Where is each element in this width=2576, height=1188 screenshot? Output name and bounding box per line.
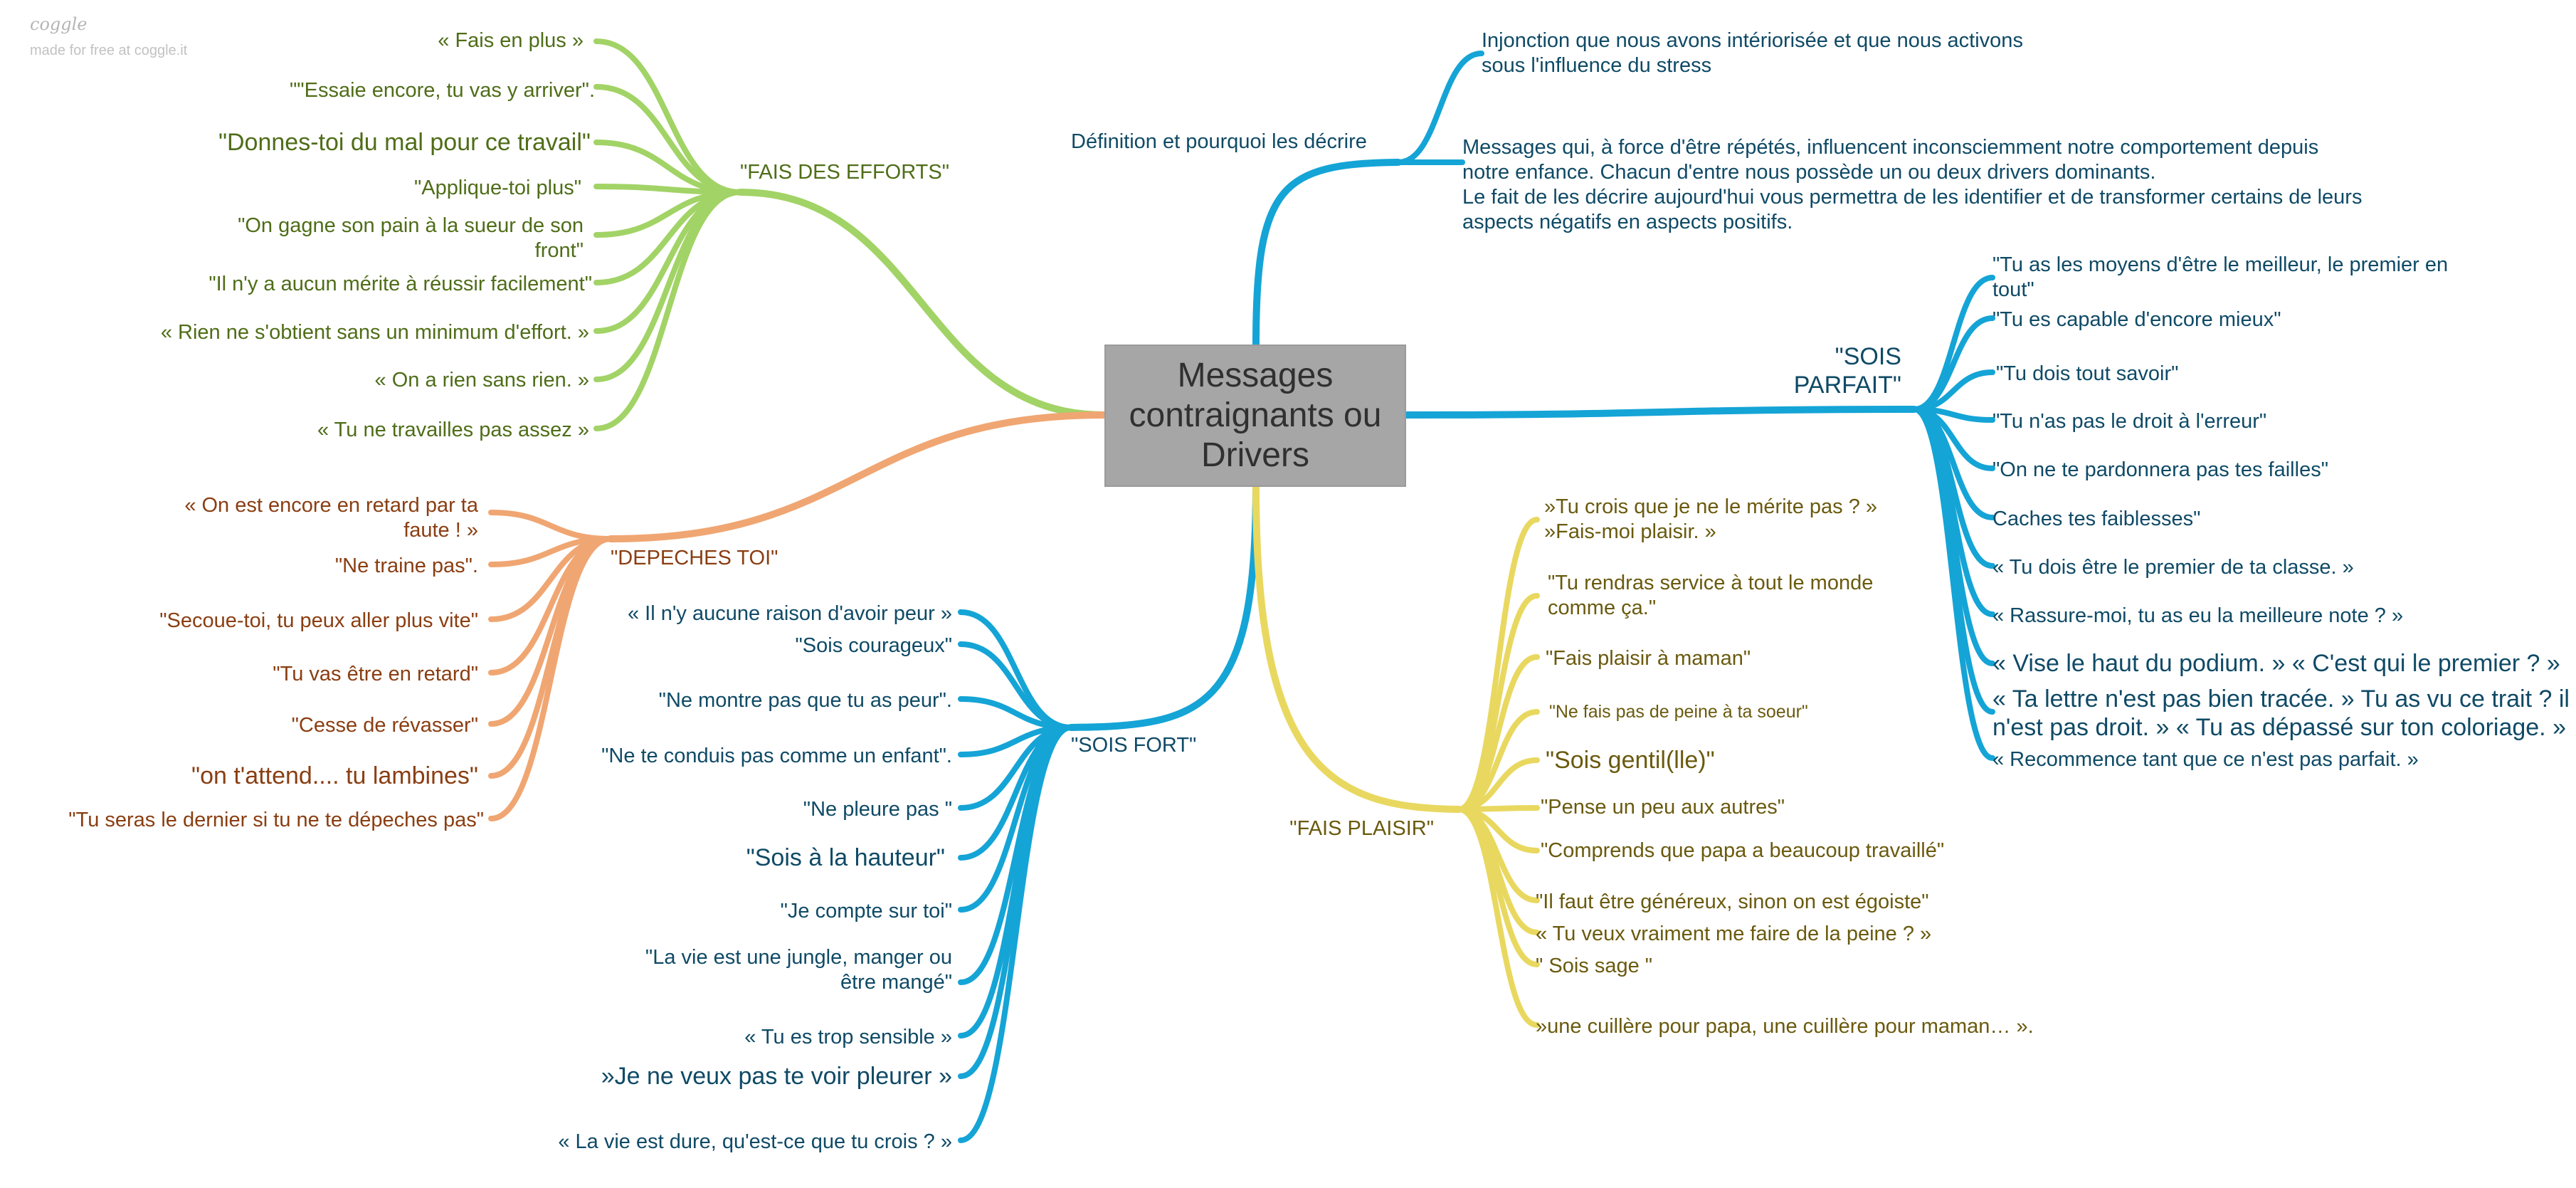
connector-fort-11	[958, 725, 1074, 1143]
fort-item-7[interactable]: "Je compte sur toi"	[780, 900, 952, 922]
fort-item-5[interactable]: "Ne pleure pas "	[803, 798, 952, 821]
connector-efforts-6	[593, 189, 743, 285]
depeches-item-5[interactable]: "Cesse de révasser"	[291, 714, 478, 737]
connector-depeches-5	[488, 536, 613, 727]
fort-item-6[interactable]: "Sois à la hauteur"	[746, 844, 945, 871]
connector-main-definition	[1252, 159, 1402, 348]
connector-parfait-11	[1911, 406, 1995, 761]
plaisir-item-2[interactable]: "Tu rendras service à tout le monde comm…	[1548, 572, 1874, 619]
parfait-item-10[interactable]: « Ta lettre n'est pas bien tracée. » Tu …	[1992, 685, 2570, 741]
connector-efforts-2	[593, 84, 743, 195]
parfait-item-8[interactable]: « Rassure-moi, tu as eu la meilleure not…	[1992, 604, 2404, 627]
parfait-item-6[interactable]: Caches tes faiblesses"	[1992, 508, 2201, 530]
fort-item-11[interactable]: « La vie est dure, qu'est-ce que tu croi…	[558, 1130, 952, 1153]
efforts-item-2[interactable]: ""Essaie encore, tu vas y arriver".	[290, 79, 595, 102]
branch-label-sois-fort[interactable]: "SOIS FORT"	[1071, 734, 1197, 757]
plaisir-item-11[interactable]: »une cuillère pour papa, une cuillère po…	[1536, 1015, 2034, 1038]
connector-main-plaisir	[1252, 483, 1462, 813]
connector-parfait-2	[1911, 315, 1995, 412]
efforts-item-7[interactable]: « Rien ne s'obtient sans un minimum d'ef…	[160, 321, 589, 344]
definition-item-1[interactable]: Injonction que nous avons intériorisée e…	[1482, 29, 2023, 77]
parfait-item-2[interactable]: "Tu es capable d'encore mieux"	[1992, 308, 2281, 331]
definition-item-2[interactable]: Messages qui, à force d'être répétés, in…	[1462, 136, 2363, 233]
parfait-item-4[interactable]: "Tu n'as pas le droit à l'erreur"	[1992, 410, 2267, 433]
branch-label-depeches-toi[interactable]: "DEPECHES TOI"	[611, 547, 778, 569]
plaisir-item-1[interactable]: »Tu crois que je ne le mérite pas ? » »F…	[1544, 495, 1878, 543]
fort-item-2[interactable]: "Sois courageux"	[795, 634, 953, 657]
branch-label-fais-plaisir[interactable]: "FAIS PLAISIR"	[1289, 817, 1434, 840]
connector-efforts-9	[593, 189, 743, 431]
fort-item-1[interactable]: « Il n'y aucune raison d'avoir peur »	[627, 602, 952, 625]
plaisir-item-3[interactable]: "Fais plaisir à maman"	[1546, 647, 1751, 670]
depeches-item-3[interactable]: "Secoue-toi, tu peux aller plus vite"	[159, 609, 478, 632]
parfait-item-5[interactable]: "On ne te pardonnera pas tes failles"	[1992, 458, 2328, 481]
fort-item-10[interactable]: »Je ne veux pas te voir pleurer »	[601, 1063, 952, 1090]
plaisir-item-10[interactable]: " Sois sage "	[1536, 955, 1653, 977]
fort-item-9[interactable]: « Tu es trop sensible »	[744, 1026, 952, 1048]
plaisir-item-9[interactable]: « Tu veux vraiment me faire de la peine …	[1536, 922, 1932, 945]
connector-depeches-7	[488, 536, 613, 821]
depeches-item-1[interactable]: « On est encore en retard par ta faute !…	[184, 494, 478, 542]
connector-efforts-8	[593, 189, 743, 382]
efforts-item-4[interactable]: "Applique-toi plus"	[413, 177, 581, 199]
parfait-item-1[interactable]: "Tu as les moyens d'être le meilleur, le…	[1992, 253, 2449, 301]
depeches-item-7[interactable]: "Tu seras le dernier si tu ne te dépeche…	[68, 809, 484, 831]
efforts-item-6[interactable]: "Il n'y a aucun mérite à réussir facilem…	[208, 273, 592, 295]
central-node[interactable]: Messages contraignants ou Drivers	[1104, 345, 1406, 487]
branch-label-fais-des-efforts[interactable]: "FAIS DES EFFORTS"	[740, 161, 949, 184]
coggle-credit: made for free at coggle.it	[30, 43, 188, 58]
plaisir-item-7[interactable]: "Comprends que papa a beaucoup travaillé…	[1541, 839, 1945, 862]
plaisir-item-8[interactable]: "Il faut être généreux, sinon on est égo…	[1536, 890, 1929, 913]
branch-label-sois-parfait[interactable]: "SOIS PARFAIT"	[1793, 343, 1901, 399]
connector-plaisir-11	[1456, 806, 1540, 1028]
coggle-logo: coggle	[30, 14, 88, 34]
efforts-item-3[interactable]: "Donnes-toi du mal pour ce travail"	[218, 129, 591, 156]
depeches-item-4[interactable]: "Tu vas être en retard"	[273, 663, 478, 685]
efforts-item-8[interactable]: « On a rien sans rien. »	[374, 369, 589, 391]
parfait-item-7[interactable]: « Tu dois être le premier de ta classe. …	[1992, 556, 2354, 579]
plaisir-item-4[interactable]: "Ne fais pas de peine à ta soeur"	[1549, 702, 1808, 722]
parfait-item-3[interactable]: "Tu dois tout savoir"	[1996, 362, 2179, 385]
connector-definition-1	[1395, 51, 1484, 165]
plaisir-item-5[interactable]: "Sois gentil(lle)"	[1546, 747, 1715, 774]
plaisir-item-6[interactable]: "Pense un peu aux autres"	[1541, 796, 1785, 819]
connector-depeches-1	[488, 510, 613, 542]
branch-label-definition[interactable]: Définition et pourquoi les décrire	[1071, 130, 1367, 153]
connector-parfait-9	[1911, 406, 1995, 666]
efforts-item-9[interactable]: « Tu ne travailles pas assez »	[317, 419, 589, 441]
efforts-item-5[interactable]: "On gagne son pain à la sueur de son fro…	[238, 214, 584, 262]
efforts-item-1[interactable]: « Fais en plus »	[438, 29, 584, 52]
fort-item-3[interactable]: "Ne montre pas que tu as peur".	[658, 689, 952, 712]
connector-main-parfait	[1403, 406, 1918, 419]
connector-main-fort	[1067, 483, 1260, 731]
connector-main-efforts	[737, 189, 1108, 419]
fort-item-4[interactable]: "Ne te conduis pas comme un enfant".	[601, 745, 952, 767]
depeches-item-2[interactable]: "Ne traine pas".	[334, 554, 478, 577]
fort-item-8[interactable]: "La vie est une jungle, manger ou être m…	[645, 946, 952, 994]
parfait-item-9[interactable]: « Vise le haut du podium. » « C'est qui …	[1992, 650, 2560, 677]
depeches-item-6[interactable]: "on t'attend.... tu lambines"	[191, 762, 478, 789]
connector-main-depeches	[607, 411, 1108, 542]
connector-plaisir-2	[1456, 593, 1540, 812]
connector-fort-9	[958, 725, 1074, 1039]
parfait-item-11[interactable]: « Recommence tant que ce n'est pas parfa…	[1992, 748, 2419, 771]
